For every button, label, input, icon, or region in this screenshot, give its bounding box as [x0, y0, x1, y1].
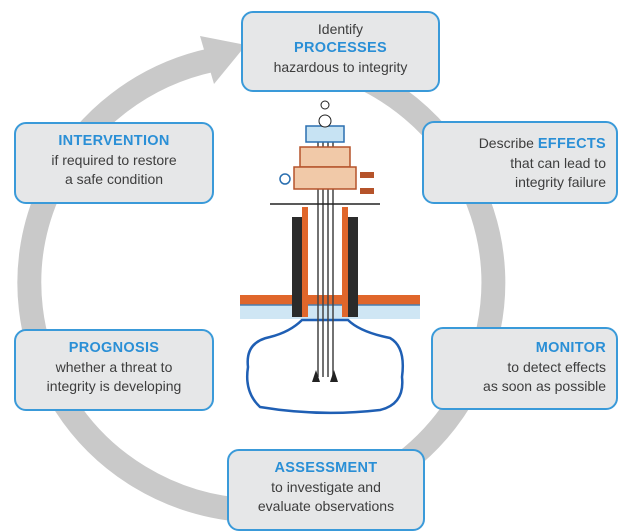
step-effects-line3: integrity failure [514, 174, 606, 190]
step-intervention: INTERVENTION if required to restore a sa… [14, 122, 214, 204]
step-assessment-line1: to investigate and [271, 479, 381, 495]
ground-layer-orange [240, 295, 420, 305]
step-identify-line1: Identify [317, 21, 364, 37]
cycle-arrowhead [200, 36, 246, 84]
step-assessment-highlight: ASSESSMENT [274, 460, 378, 476]
step-prognosis: PROGNOSIS whether a threat to integrity … [14, 329, 214, 411]
step-prognosis-line2: integrity is developing [46, 378, 182, 394]
step-describe-effects: Describe EFFECTS that can lead to integr… [422, 121, 618, 204]
step-identify-highlight: PROCESSES [294, 40, 387, 56]
step-monitor: MONITOR to detect effects as soon as pos… [431, 327, 618, 410]
step-prognosis-highlight: PROGNOSIS [68, 340, 160, 356]
step-assessment-line2: evaluate observations [257, 498, 395, 514]
step-monitor-line2: as soon as possible [483, 378, 606, 394]
step-monitor-highlight: MONITOR [535, 340, 606, 356]
step-effects-highlight: EFFECTS [537, 136, 606, 152]
step-assessment: ASSESSMENT to investigate and evaluate o… [227, 449, 425, 531]
ground-layer-blue [240, 305, 420, 319]
step-intervention-line2: a safe condition [64, 171, 164, 187]
step-monitor-line1: to detect effects [507, 359, 606, 375]
cavity [246, 318, 404, 415]
wellhead-illustration [240, 100, 420, 415]
step-identify-line2: hazardous to integrity [273, 59, 408, 75]
step-effects-line2: that can lead to [510, 155, 606, 171]
step-intervention-line1: if required to restore [51, 152, 177, 168]
step-identify-processes: Identify PROCESSES hazardous to integrit… [241, 11, 440, 92]
step-effects-prefix: Describe [478, 135, 538, 151]
step-intervention-highlight: INTERVENTION [58, 133, 170, 149]
step-prognosis-line1: whether a threat to [55, 359, 173, 375]
